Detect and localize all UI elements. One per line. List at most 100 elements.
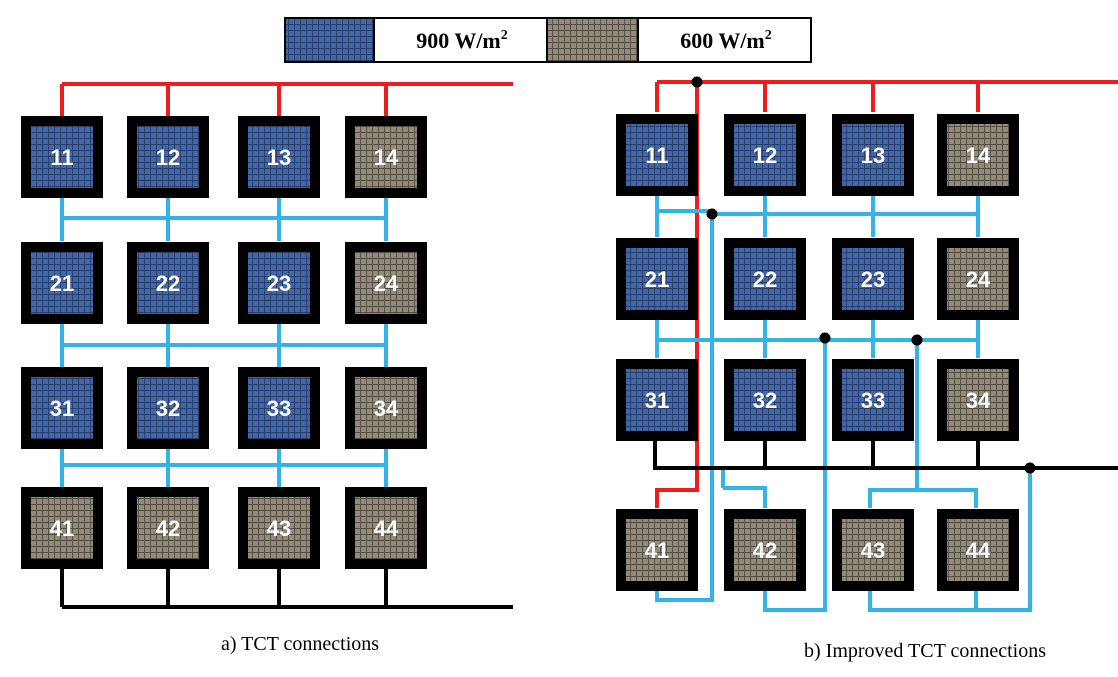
caption-improved-tct: b) Improved TCT connections: [804, 640, 1046, 662]
improved-panel-12-label: 12: [753, 143, 777, 168]
tct-panel-42-label: 42: [156, 516, 180, 541]
tct-panel-11-cells: [31, 126, 93, 188]
tct-panel-44-cells: [355, 497, 417, 559]
improved-panel-12-cells: [734, 124, 796, 186]
improved-panel-23: 23: [832, 238, 914, 320]
improved-panel-21-cells: [626, 248, 688, 310]
improved-panel-33-label: 33: [861, 388, 885, 413]
tct-panel-13: 13: [238, 116, 320, 198]
tct-panel-13-label: 13: [267, 145, 291, 170]
tct-panel-43-cells: [248, 497, 310, 559]
legend-label-900: 900 W/m2: [416, 28, 508, 53]
caption-tct: a) TCT connections: [221, 633, 379, 655]
tct-panel-23-label: 23: [267, 271, 291, 296]
improved-tct-panel-grid: 11 12 13 14 21 22 23 24 31 32 33 34 41 42 43 44: [616, 114, 1019, 591]
tct-panel-22-label: 22: [156, 271, 180, 296]
tct-panel-32-label: 32: [156, 396, 180, 421]
improved-tct-wiring: [653, 80, 1118, 612]
improved-panel-42-label: 42: [753, 538, 777, 563]
tct-panel-21-label: 21: [50, 271, 74, 296]
improved-panel-21: 21: [616, 238, 698, 320]
improved-panel-14-label: 14: [966, 143, 991, 168]
tct-panel-22: 22: [127, 242, 209, 324]
tct-panel-21: 21: [21, 242, 103, 324]
legend: 900 W/m2 600 W/m2: [284, 17, 812, 63]
improved-panel-13-label: 13: [861, 143, 885, 168]
improved-tie-route-42: [763, 340, 827, 612]
tct-wiring: [60, 82, 513, 609]
tct-panel-14-cells: [355, 126, 417, 188]
improved-panel-34-label: 34: [966, 388, 991, 413]
improved-panel-32: 32: [724, 359, 806, 441]
tct-panel-12: 12: [127, 116, 209, 198]
tct-panel-33-label: 33: [267, 396, 291, 421]
tct-panel-34-cells: [355, 377, 417, 439]
tct-panel-44: 44: [345, 487, 427, 569]
tct-panel-33-cells: [248, 377, 310, 439]
tct-panel-14: 14: [345, 116, 427, 198]
improved-panel-44-label: 44: [966, 538, 991, 563]
improved-panel-42: 42: [724, 509, 806, 591]
improved-panel-24-cells: [947, 248, 1009, 310]
tct-panel-43: 43: [238, 487, 320, 569]
improved-panel-11-cells: [626, 124, 688, 186]
improved-panel-43-cells: [842, 519, 904, 581]
tct-panel-43-label: 43: [267, 516, 291, 541]
tct-panel-11-label: 11: [50, 145, 73, 170]
tct-panel-42: 42: [127, 487, 209, 569]
improved-panel-43-label: 43: [861, 538, 885, 563]
tct-panel-41-label: 41: [50, 516, 74, 541]
tct-panel-12-cells: [137, 126, 199, 188]
tct-panel-44-label: 44: [374, 516, 399, 541]
tct-panel-42-cells: [137, 497, 199, 559]
legend-label-600: 600 W/m2: [680, 28, 772, 53]
improved-panel-41-label: 41: [645, 538, 669, 563]
improved-panel-13-cells: [842, 124, 904, 186]
improved-panel-31: 31: [616, 359, 698, 441]
tct-panel-24: 24: [345, 242, 427, 324]
improved-panel-23-cells: [842, 248, 904, 310]
tct-panel-13-cells: [248, 126, 310, 188]
improved-panel-22-label: 22: [753, 267, 777, 292]
tct-panel-33: 33: [238, 367, 320, 449]
tct-panel-23: 23: [238, 242, 320, 324]
tct-panel-14-label: 14: [374, 145, 399, 170]
improved-tie-route-43: [868, 468, 1032, 612]
tct-panel-31-cells: [31, 377, 93, 439]
improved-junction-dot-2: [706, 208, 718, 220]
improved-panel-32-label: 32: [753, 388, 777, 413]
improved-panel-44: 44: [937, 509, 1019, 591]
tct-panel-41-cells: [31, 497, 93, 559]
improved-panel-11-label: 11: [645, 143, 668, 168]
improved-panel-33: 33: [832, 359, 914, 441]
tct-panel-24-label: 24: [374, 271, 399, 296]
tct-panel-11: 11: [21, 116, 103, 198]
tct-panel-31-label: 31: [50, 396, 74, 421]
legend-swatch-600: [548, 19, 638, 61]
improved-panel-12: 12: [724, 114, 806, 196]
improved-panel-21-label: 21: [645, 267, 669, 292]
improved-junction-dot-4: [911, 334, 923, 346]
improved-tie-bus-43-44: [868, 488, 978, 508]
improved-tie-route-31-42: [723, 486, 767, 508]
improved-panel-43: 43: [832, 509, 914, 591]
improved-panel-41: 41: [616, 509, 698, 591]
improved-panel-44-cells: [947, 519, 1009, 581]
tct-panel-12-label: 12: [156, 145, 180, 170]
improved-panel-14: 14: [937, 114, 1019, 196]
improved-negative-bus: [653, 441, 1118, 470]
improved-panel-31-label: 31: [645, 388, 669, 413]
improved-panel-42-cells: [734, 519, 796, 581]
improved-tie-route-41: [655, 214, 714, 602]
tct-panel-32-cells: [137, 377, 199, 439]
improved-panel-23-label: 23: [861, 267, 885, 292]
improved-panel-11: 11: [616, 114, 698, 196]
improved-junction-dot-5: [1024, 462, 1036, 474]
tct-panel-21-cells: [31, 252, 93, 314]
tct-panel-grid: 11 12 13 14 21 22 23 24 31 32 33 34 41 42 43 44: [21, 116, 427, 569]
improved-panel-34: 34: [937, 359, 1019, 441]
tct-panel-34: 34: [345, 367, 427, 449]
improved-panel-22-cells: [734, 248, 796, 310]
improved-panel-24: 24: [937, 238, 1019, 320]
